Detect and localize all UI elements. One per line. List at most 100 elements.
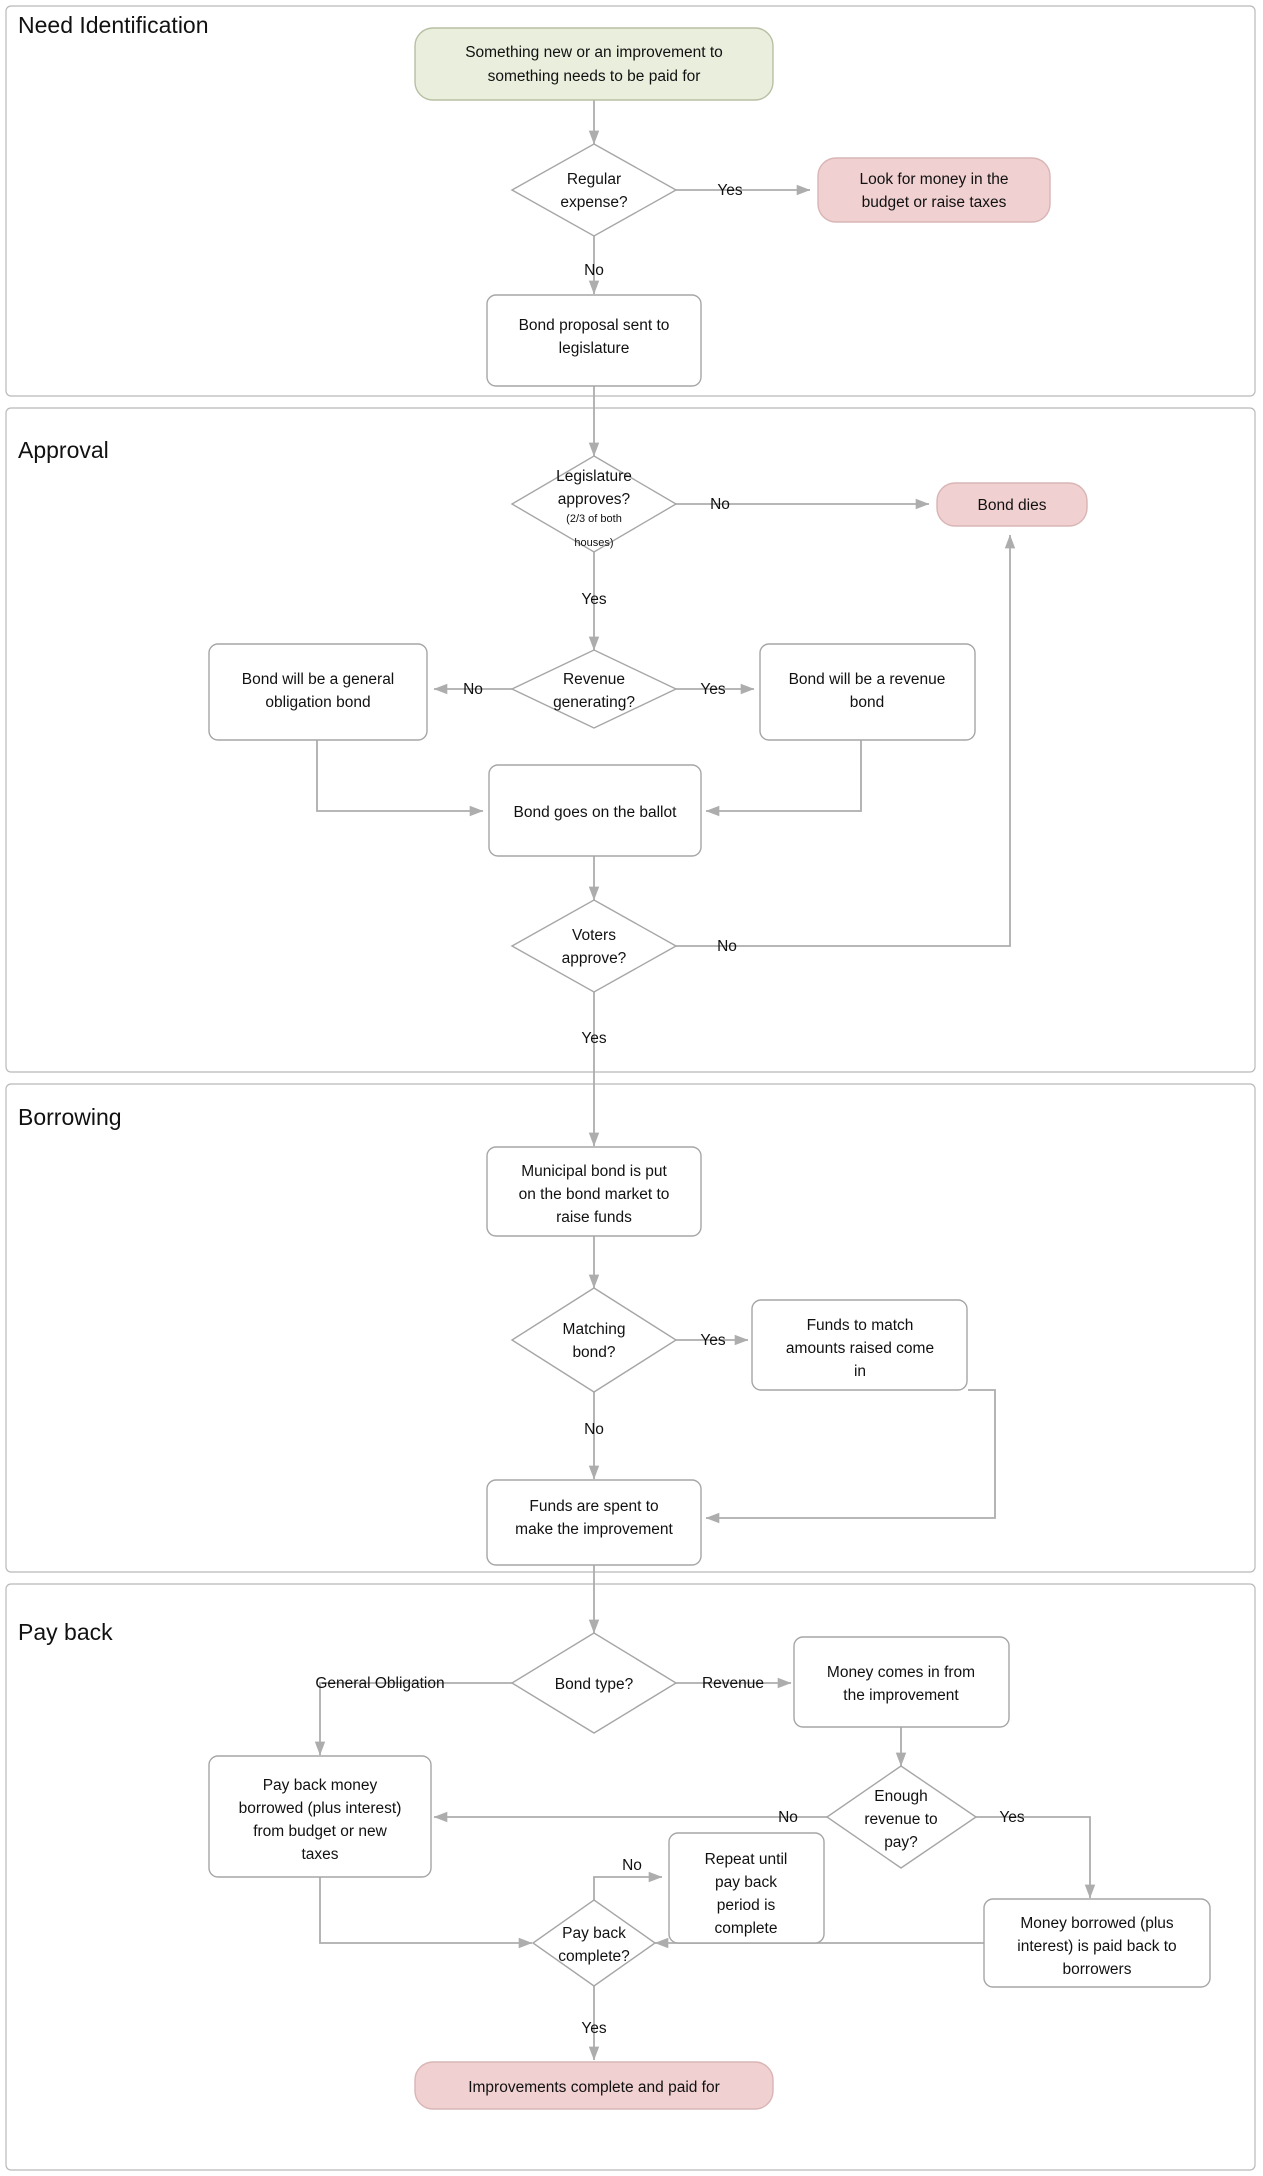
node-repeat-until[interactable]: Repeat until pay back period is complete — [668, 1832, 825, 1944]
node-regular-expense-line-1: expense? — [560, 194, 628, 211]
node-matching-funds[interactable]: Funds to match amounts raised come in — [751, 1299, 968, 1391]
node-repeat-until-line-3: complete — [715, 1920, 778, 1937]
node-legislature-line-0: Legislature — [556, 468, 632, 485]
edge-label-matching-no: No — [584, 1421, 604, 1438]
node-municipal-bond-market[interactable]: Municipal bond is put on the bond market… — [486, 1146, 702, 1237]
node-money-comes-in-line-0: Money comes in from — [827, 1664, 975, 1681]
node-enough-revenue[interactable]: Enough revenue to pay? — [825, 1765, 978, 1869]
node-repeat-until-line-1: pay back — [715, 1874, 777, 1891]
node-municipal-line-2: raise funds — [556, 1209, 632, 1226]
node-bond-proposal-line-1: legislature — [559, 340, 630, 357]
edge-label-regular-no: No — [584, 262, 604, 279]
node-enough-revenue-line-0: Enough — [874, 1788, 927, 1805]
node-revenue-generating[interactable]: Revenue generating? — [510, 649, 678, 729]
node-legislature-sub-line-1: houses) — [574, 537, 613, 549]
node-money-paid-back-line-0: Money borrowed (plus — [1020, 1915, 1174, 1932]
node-improvements-complete[interactable]: Improvements complete and paid for — [414, 2061, 774, 2110]
edge-label-matching-yes: Yes — [700, 1332, 726, 1349]
node-look-for-money-line-0: Look for money in the — [859, 171, 1008, 188]
node-look-for-money[interactable]: Look for money in the budget or raise ta… — [817, 157, 1051, 223]
edge-label-payback-yes: Yes — [581, 2020, 607, 2037]
node-pay-back-money-line-1: borrowed (plus interest) — [239, 1800, 402, 1817]
edge-revenuebond-to-ballot — [705, 740, 862, 817]
node-legislature-approves[interactable]: Legislature approves? (2/3 of both house… — [510, 455, 678, 553]
lane-approval — [5, 407, 1256, 1073]
node-bond-goes-on-ballot[interactable]: Bond goes on the ballot — [488, 764, 702, 857]
node-bond-dies-line-0: Bond dies — [978, 497, 1047, 514]
node-bond-proposal-line-0: Bond proposal sent to — [519, 317, 670, 334]
edge-label-bondtype-general: General Obligation — [315, 1675, 444, 1692]
node-funds-spent-line-0: Funds are spent to — [529, 1498, 658, 1515]
node-start-line-1: something needs to be paid for — [488, 68, 701, 85]
node-revenue-gen-line-0: Revenue — [563, 671, 625, 688]
edge-label-revenue-yes: Yes — [700, 681, 726, 698]
edge-label-enough-yes: Yes — [999, 1809, 1025, 1826]
node-matching-bond[interactable]: Matching bond? — [510, 1287, 678, 1393]
edge-label-legislature-no: No — [710, 496, 730, 513]
node-pay-back-money-line-3: taxes — [301, 1846, 338, 1863]
node-voters-line-1: approve? — [562, 950, 627, 967]
edge-enough-yes-to-moneypaidback — [976, 1816, 1096, 1899]
node-pay-back-complete[interactable]: Pay back complete? — [531, 1899, 657, 1987]
node-pay-back-money[interactable]: Pay back money borrowed (plus interest) … — [208, 1755, 432, 1878]
node-municipal-line-1: on the bond market to — [519, 1186, 670, 1203]
edge-matchingfunds-to-fundsspent — [705, 1389, 996, 1524]
node-revenue-gen-line-1: generating? — [553, 694, 635, 711]
node-pay-back-money-line-0: Pay back money — [263, 1777, 378, 1794]
node-money-paid-back-line-2: borrowers — [1063, 1961, 1132, 1978]
node-general-obligation-line-1: obligation bond — [265, 694, 370, 711]
section-title-approval: Approval — [18, 437, 109, 463]
node-money-comes-in-line-1: the improvement — [843, 1687, 959, 1704]
node-enough-revenue-line-1: revenue to — [864, 1811, 937, 1828]
node-matching-funds-line-0: Funds to match — [807, 1317, 914, 1334]
edge-paybackcomplete-no-to-repeat — [593, 1871, 663, 1900]
edge-label-bondtype-revenue: Revenue — [702, 1675, 764, 1692]
node-improvements-line-0: Improvements complete and paid for — [468, 2079, 720, 2096]
node-look-for-money-line-1: budget or raise taxes — [862, 194, 1007, 211]
node-voters-line-0: Voters — [572, 927, 616, 944]
edge-label-revenue-no: No — [463, 681, 483, 698]
edge-voters-no-to-bonddies — [676, 534, 1016, 947]
node-repeat-until-line-2: period is — [717, 1897, 776, 1914]
node-matching-bond-line-0: Matching — [563, 1321, 626, 1338]
edge-label-regular-yes: Yes — [717, 182, 743, 199]
node-general-obligation-bond[interactable]: Bond will be a general obligation bond — [208, 643, 428, 741]
node-general-obligation-line-0: Bond will be a general — [242, 671, 395, 688]
node-repeat-until-line-0: Repeat until — [705, 1851, 788, 1868]
node-regular-expense-line-0: Regular — [567, 171, 621, 188]
node-bond-type[interactable]: Bond type? — [510, 1632, 678, 1734]
edge-label-legislature-yes: Yes — [581, 591, 607, 608]
node-funds-spent-line-1: make the improvement — [515, 1521, 673, 1538]
node-money-paid-back-line-1: interest) is paid back to — [1017, 1938, 1176, 1955]
node-pay-back-money-line-2: from budget or new — [253, 1823, 387, 1840]
node-legislature-sub-line-0: (2/3 of both — [566, 513, 622, 525]
node-enough-revenue-line-2: pay? — [884, 1834, 918, 1851]
edge-label-enough-no: No — [778, 1809, 798, 1826]
node-ballot-line-0: Bond goes on the ballot — [514, 804, 678, 821]
node-funds-spent[interactable]: Funds are spent to make the improvement — [486, 1479, 702, 1566]
node-bond-dies[interactable]: Bond dies — [936, 482, 1088, 527]
node-voters-approve[interactable]: Voters approve? — [510, 899, 678, 993]
edge-label-voters-no: No — [717, 938, 737, 955]
node-legislature-line-1: approves? — [558, 491, 631, 508]
node-pay-back-complete-line-0: Pay back — [562, 1925, 626, 1942]
section-title-payback: Pay back — [18, 1619, 113, 1645]
node-bond-type-line-0: Bond type? — [555, 1676, 634, 1693]
node-regular-expense[interactable]: Regular expense? — [510, 143, 678, 237]
node-bond-proposal[interactable]: Bond proposal sent to legislature — [486, 294, 702, 387]
node-pay-back-complete-line-1: complete? — [558, 1948, 630, 1965]
node-matching-funds-line-1: amounts raised come — [786, 1340, 934, 1357]
section-title-need: Need Identification — [18, 12, 209, 38]
section-title-borrowing: Borrowing — [18, 1104, 122, 1130]
node-municipal-line-0: Municipal bond is put — [521, 1163, 667, 1180]
node-start-line-0: Something new or an improvement to — [465, 44, 723, 61]
node-money-paid-back[interactable]: Money borrowed (plus interest) is paid b… — [983, 1898, 1211, 1988]
edge-generalobligation-to-ballot — [316, 740, 484, 817]
node-money-comes-in[interactable]: Money comes in from the improvement — [793, 1636, 1010, 1728]
node-revenue-bond[interactable]: Bond will be a revenue bond — [759, 643, 976, 741]
node-revenue-bond-line-1: bond — [850, 694, 884, 711]
node-start[interactable]: Something new or an improvement to somet… — [414, 27, 774, 101]
edge-label-payback-no: No — [622, 1857, 642, 1874]
